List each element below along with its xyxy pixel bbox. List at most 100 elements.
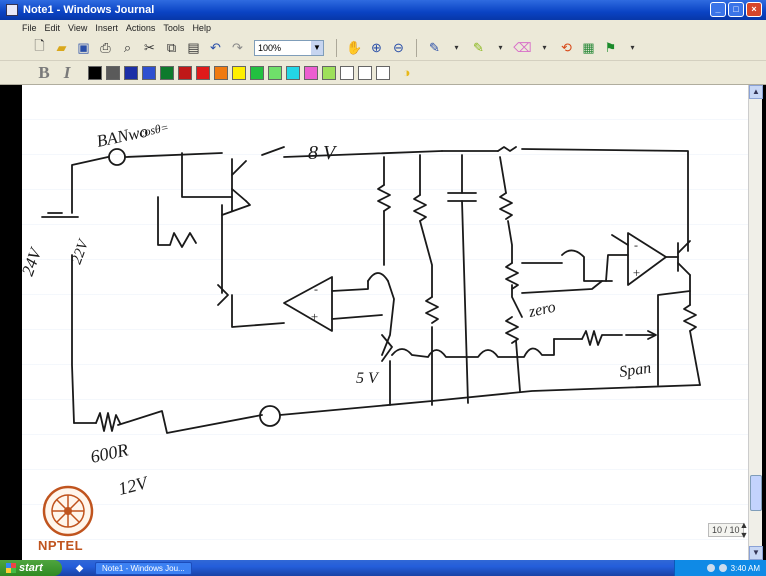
- color-swatch-1[interactable]: [106, 65, 120, 80]
- label-8v: 8 V: [308, 142, 338, 164]
- maximize-button[interactable]: □: [728, 2, 744, 17]
- eraser-dropdown-icon[interactable]: ▾: [542, 43, 547, 52]
- color-swatch-13[interactable]: [322, 65, 336, 80]
- menu-view[interactable]: View: [68, 22, 88, 33]
- menu-help[interactable]: Help: [192, 22, 211, 33]
- menu-insert[interactable]: Insert: [95, 22, 118, 33]
- color-swatch-5[interactable]: [178, 65, 192, 80]
- color-palette: [88, 65, 390, 80]
- label-12v: 12V: [116, 472, 151, 499]
- standard-toolbar: 🗋 ▰ ▣ ⎙ ⌕ ✂ ⧉ ▤ ↶ ↷ 100% ▼ ✋ ⊕ ⊖ ✎ ▾ ✎ ▾…: [0, 35, 766, 61]
- clock: 3:40 AM: [730, 563, 760, 573]
- circuit-sketch: BANwo cosθ= 8 V 24V 22V 5 V 600R 12V zer…: [22, 120, 701, 499]
- cut-icon[interactable]: ✂: [144, 39, 155, 55]
- minimize-button[interactable]: _: [710, 2, 726, 17]
- quick-launch-icon[interactable]: ◆: [75, 562, 84, 574]
- bold-button[interactable]: B: [38, 62, 50, 82]
- nptel-emblem-icon: [42, 485, 94, 537]
- tray-network-icon[interactable]: [706, 564, 715, 572]
- paste-icon[interactable]: ▤: [187, 39, 200, 55]
- highlighter-icon[interactable]: ✎: [473, 39, 484, 55]
- opamp-1-plus: +: [310, 309, 319, 324]
- label-24v: 24V: [22, 244, 46, 279]
- ammeter-bottom: [259, 405, 281, 427]
- label-5v: 5 V: [356, 370, 380, 387]
- window-title: Note1 - Windows Journal: [23, 4, 155, 16]
- flag-dropdown-icon[interactable]: ▾: [630, 43, 635, 52]
- taskbar-item-label: Note1 - Windows Jou...: [102, 563, 185, 573]
- close-button[interactable]: ×: [746, 2, 762, 17]
- opamp-1-minus: -: [314, 282, 318, 296]
- pan-hand-icon[interactable]: ✋: [346, 39, 363, 55]
- taskbar-item-journal[interactable]: Note1 - Windows Jou...: [95, 561, 192, 575]
- label-600r: 600R: [89, 439, 130, 466]
- start-label: start: [19, 562, 43, 574]
- copy-icon[interactable]: ⧉: [166, 39, 177, 55]
- color-swatch-16[interactable]: [376, 65, 390, 80]
- color-swatch-14[interactable]: [340, 65, 354, 80]
- insert-space-icon[interactable]: ▦: [582, 39, 595, 55]
- windows-logo-icon: [6, 563, 16, 573]
- system-tray: 3:40 AM: [674, 560, 766, 576]
- pen-icon[interactable]: ✎: [429, 39, 440, 55]
- page-indicator: 10 / 10: [708, 523, 744, 537]
- color-swatch-8[interactable]: [232, 65, 246, 80]
- undo-icon[interactable]: ↶: [210, 39, 221, 55]
- print-icon[interactable]: ⎙: [100, 39, 111, 55]
- page-nav-icon[interactable]: ▲▼: [739, 520, 749, 540]
- flag-icon[interactable]: ⚑: [604, 39, 617, 55]
- italic-button[interactable]: I: [63, 62, 71, 82]
- zoom-in-icon[interactable]: ⊕: [371, 39, 382, 55]
- nptel-logo: NPTEL: [38, 484, 100, 554]
- zoom-out-icon[interactable]: ⊖: [393, 39, 404, 55]
- color-swatch-7[interactable]: [214, 65, 228, 80]
- start-button[interactable]: start: [0, 560, 62, 576]
- highlight-color-icon[interactable]: ◑: [402, 65, 411, 80]
- toolbar-separator: [336, 38, 337, 57]
- color-swatch-12[interactable]: [304, 65, 318, 80]
- opamp-2-plus: +: [632, 265, 641, 280]
- nptel-logo-text: NPTEL: [38, 538, 84, 553]
- label-span: Span: [618, 360, 652, 381]
- vertical-scrollbar[interactable]: ▲ ▼: [748, 85, 763, 560]
- lasso-select-icon[interactable]: ⟲: [561, 39, 572, 55]
- eraser-icon[interactable]: ⌫: [513, 39, 532, 55]
- highlighter-dropdown-icon[interactable]: ▾: [498, 43, 503, 52]
- zoom-select[interactable]: 100% ▼: [254, 39, 324, 56]
- scroll-up-icon[interactable]: ▲: [749, 85, 763, 99]
- color-swatch-11[interactable]: [286, 65, 300, 80]
- save-icon[interactable]: ▣: [77, 39, 90, 55]
- redo-icon[interactable]: ↷: [232, 39, 243, 55]
- title-bar: Note1 - Windows Journal _ □ ×: [0, 0, 766, 20]
- color-swatch-10[interactable]: [268, 65, 282, 80]
- window-controls: _ □ ×: [710, 2, 762, 17]
- format-toolbar: B I ◑: [0, 61, 766, 85]
- label-22v: 22V: [69, 236, 93, 266]
- label-zero: zero: [526, 299, 557, 321]
- open-folder-icon[interactable]: ▰: [56, 39, 67, 55]
- opamp-2: [627, 232, 667, 286]
- taskbar: start ◆ Note1 - Windows Jou... 3:40 AM: [0, 560, 766, 576]
- find-icon[interactable]: ⌕: [123, 39, 132, 55]
- journal-page[interactable]: BANwo cosθ= 8 V 24V 22V 5 V 600R 12V zer…: [22, 85, 748, 560]
- color-swatch-2[interactable]: [124, 65, 138, 80]
- new-note-icon[interactable]: 🗋: [34, 37, 45, 53]
- color-swatch-9[interactable]: [250, 65, 264, 80]
- left-wire: [71, 254, 75, 424]
- color-swatch-6[interactable]: [196, 65, 210, 80]
- menu-actions[interactable]: Actions: [125, 22, 156, 33]
- color-swatch-4[interactable]: [160, 65, 174, 80]
- color-swatch-3[interactable]: [142, 65, 156, 80]
- scroll-thumb[interactable]: [750, 475, 762, 511]
- label-cos: cosθ=: [138, 120, 170, 140]
- journal-app-icon: [6, 4, 18, 16]
- scroll-down-icon[interactable]: ▼: [749, 546, 763, 560]
- menu-edit[interactable]: Edit: [44, 22, 61, 33]
- color-swatch-0[interactable]: [88, 65, 102, 80]
- color-swatch-15[interactable]: [358, 65, 372, 80]
- ruled-lines: [22, 85, 748, 560]
- menu-file[interactable]: File: [22, 22, 37, 33]
- tray-volume-icon[interactable]: [718, 564, 727, 572]
- menu-tools[interactable]: Tools: [163, 22, 185, 33]
- pen-dropdown-icon[interactable]: ▾: [454, 43, 459, 52]
